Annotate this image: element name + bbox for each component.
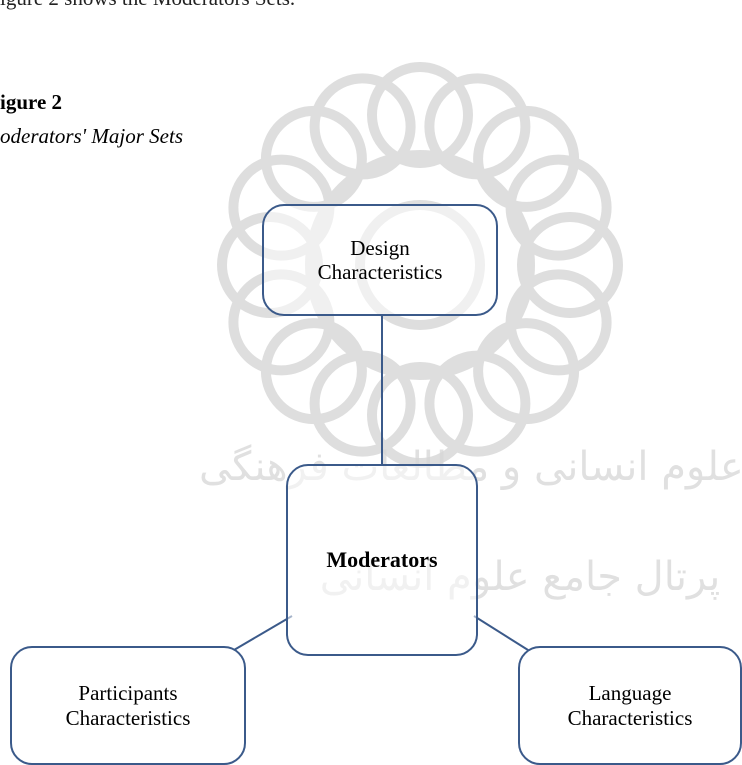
node-participants-line1: Participants bbox=[78, 681, 178, 706]
node-design-line1: Design bbox=[350, 235, 410, 260]
node-participants-characteristics: Participants Characteristics bbox=[10, 646, 246, 765]
node-language-line1: Language bbox=[588, 681, 672, 706]
figure-title: oderators' Major Sets bbox=[0, 124, 183, 148]
intro-text: igure 2 shows the Moderators Sets. bbox=[0, 0, 295, 11]
node-language-line2: Characteristics bbox=[567, 705, 693, 730]
node-language-characteristics: Language Characteristics bbox=[518, 646, 742, 765]
node-design-line2: Characteristics bbox=[317, 260, 443, 284]
node-participants-line2: Characteristics bbox=[65, 705, 191, 730]
connector-moderators-participants bbox=[233, 615, 293, 651]
connector-moderators-language bbox=[473, 615, 529, 651]
node-design-characteristics: Design Characteristics bbox=[262, 204, 498, 316]
figure-label: igure 2 bbox=[0, 90, 63, 114]
node-moderators-label: Moderators bbox=[326, 547, 438, 573]
node-moderators: Moderators bbox=[286, 464, 478, 656]
